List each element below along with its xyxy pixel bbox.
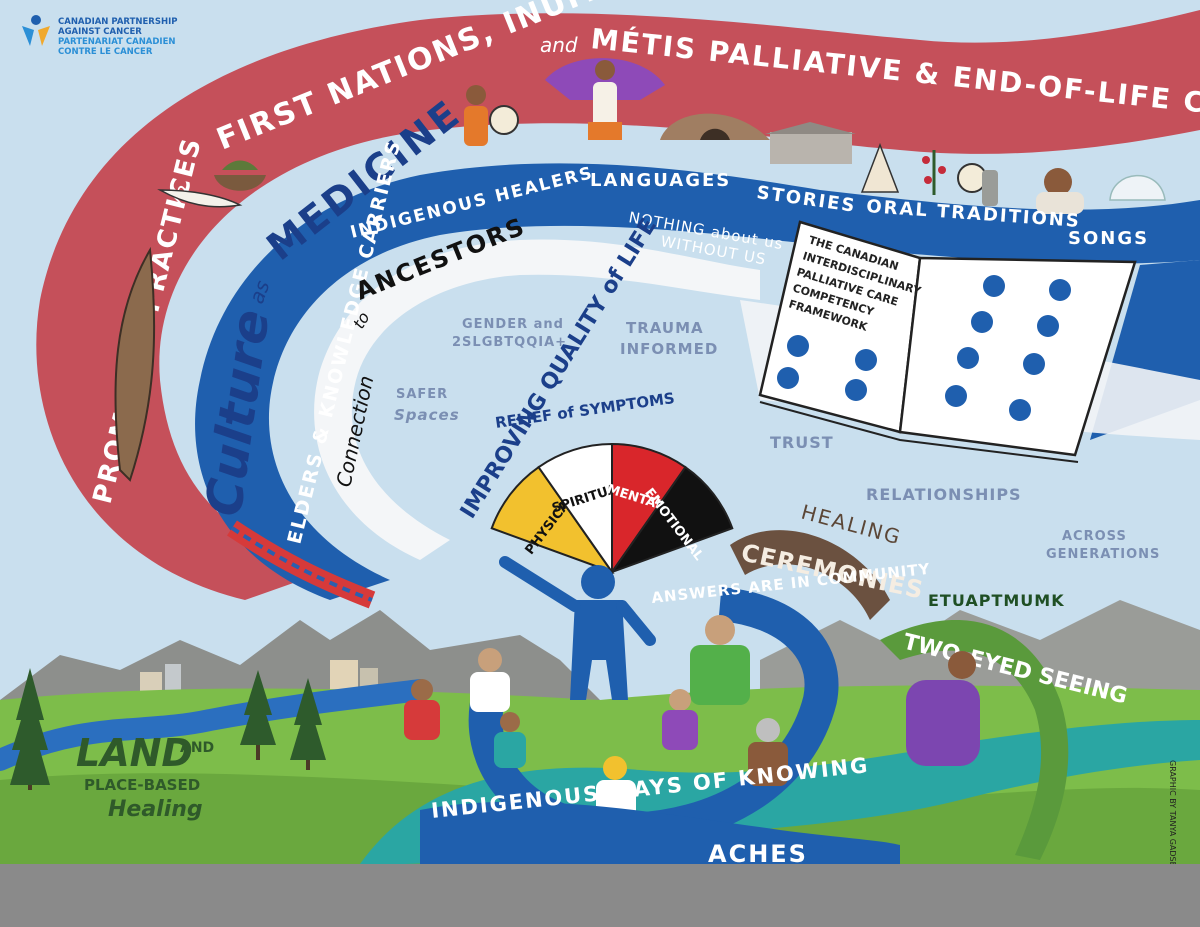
- across-line1: ACROSS: [1062, 529, 1127, 544]
- logo-mark-icon: [22, 15, 50, 46]
- land-word: LAND: [76, 731, 193, 775]
- infographic-canvas: CANADIAN PARTNERSHIP AGAINST CANCER PART…: [0, 0, 1200, 864]
- bottom-gray-bar: [0, 864, 1200, 927]
- etuaptmumk-label: ETUAPTMUMK: [928, 591, 1065, 610]
- trauma-line2: INFORMED: [620, 340, 718, 358]
- wheel-segment-emotional: [609, 465, 734, 575]
- gender-line2: 2SLGBTQQIA+: [452, 335, 567, 350]
- book-competency-icons: [777, 275, 1071, 421]
- central-figure: [499, 556, 656, 700]
- ribbon-item-languages: LANGUAGES: [590, 170, 731, 191]
- lodge-icon: [660, 113, 770, 140]
- sweetgrass-braid: [880, 620, 1069, 860]
- medicine-bowl-icon: [214, 160, 266, 191]
- river: [0, 679, 431, 771]
- land-place-based: PLACE-BASED: [84, 776, 200, 794]
- cabin-icon: [765, 122, 856, 164]
- trust-label: TRUST: [770, 433, 834, 452]
- across-line2: GENERATIONS: [1046, 547, 1160, 562]
- trauma-line1: TRAUMA: [626, 319, 704, 337]
- community-ring: [468, 587, 839, 848]
- wheel-segment-physical: [490, 465, 615, 575]
- land-healing: Healing: [108, 797, 203, 822]
- logo-line3: PARTENARIAT CANADIEN: [58, 37, 176, 47]
- logo-line1: CANADIAN PARTNERSHIP: [58, 17, 177, 27]
- title-and: and: [540, 33, 578, 57]
- safer-line1: SAFER: [396, 387, 448, 402]
- community-people: [404, 615, 788, 820]
- logo: CANADIAN PARTNERSHIP AGAINST CANCER PART…: [22, 15, 177, 57]
- approaches-partial-label: ACHES: [708, 840, 808, 864]
- shawl-dancer-icon: [545, 58, 665, 140]
- family-icon: [1036, 168, 1084, 214]
- canoe-icon: [114, 246, 156, 482]
- land-and: AND: [180, 740, 214, 756]
- logo-line2: AGAINST CANCER: [58, 27, 142, 37]
- feather-icon: [157, 189, 243, 208]
- berries-icon: [922, 150, 946, 195]
- ribbon-item-songs: SONGS: [1068, 228, 1149, 249]
- artist-credit: GRAPHIC BY TANYA GADSBY: [1168, 760, 1177, 864]
- white-ribbon: [314, 239, 760, 560]
- igloo-icon: [1109, 174, 1166, 201]
- wheel-segment-mental: [611, 442, 687, 576]
- safer-line2: Spaces: [394, 406, 460, 424]
- metis-sash-icon: [227, 520, 376, 609]
- trees: [10, 668, 326, 790]
- relationships-label: RELATIONSHIPS: [866, 485, 1022, 504]
- ways-of-knowing-ribbon: [420, 801, 900, 864]
- ceremonies-ribbon: [730, 530, 890, 620]
- tipi-icon: [860, 142, 900, 193]
- wheel-segment-spiritual: [537, 442, 613, 576]
- drum-figure-icon: [957, 163, 998, 206]
- drummer-icon: [464, 85, 519, 146]
- elder-figure-icon: [906, 651, 980, 766]
- gender-line1: GENDER and: [462, 317, 564, 332]
- red-ribbon: [36, 10, 1200, 600]
- logo-line4: CONTRE LE CANCER: [58, 47, 153, 57]
